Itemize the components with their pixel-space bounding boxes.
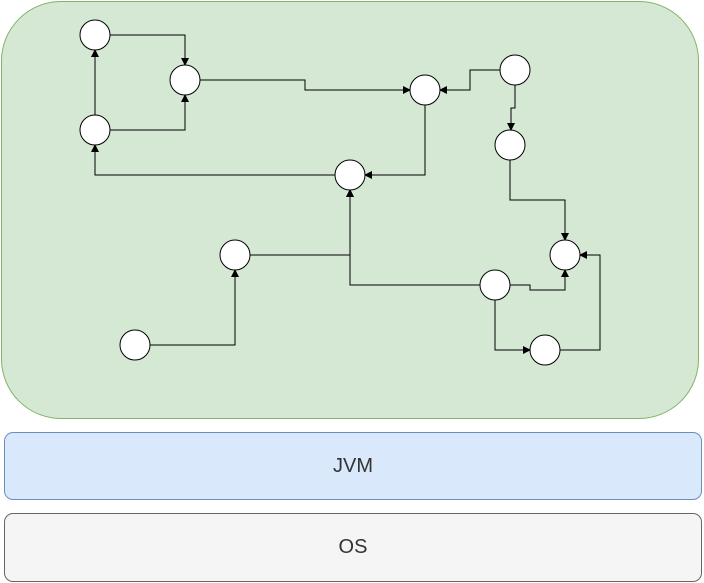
edge-n12-to-n7 [346,189,480,286]
edge-n10-to-n7 [250,189,354,256]
jvm-layer: JVM [4,432,702,500]
graph-node-n11 [119,329,151,361]
edge-n5-to-n4 [439,69,500,94]
edge-n2-to-n4 [200,79,411,94]
graph-node-n7 [334,159,366,191]
graph-node-n5 [499,54,531,86]
graph-node-n9 [549,239,581,271]
edge-n1-to-n2 [110,34,189,66]
edge-n7-to-n3 [91,144,335,176]
graph-node-n2 [169,64,201,96]
graph-node-n6 [494,129,526,161]
graph-node-n13 [529,334,561,366]
os-label: OS [338,536,368,558]
os-layer: OS [4,513,702,582]
edge-n12-to-n13 [494,300,531,354]
edge-n11-to-n10 [150,269,239,346]
edge-n3-to-n2 [110,94,189,131]
object-graph [79,19,601,366]
graph-node-n1 [79,19,111,51]
jvm-label: JVM [333,454,373,477]
graph-node-n4 [409,74,441,106]
graph-node-n3 [79,114,111,146]
edge-n4-to-n7 [364,105,426,179]
graph-node-n12 [479,269,511,301]
edge-n13-to-n9 [560,251,601,351]
edge-n5-to-n6 [507,85,516,131]
graph-node-n10 [219,239,251,271]
edge-n6-to-n9 [509,160,569,241]
edge-n12-to-n9 [510,269,569,291]
